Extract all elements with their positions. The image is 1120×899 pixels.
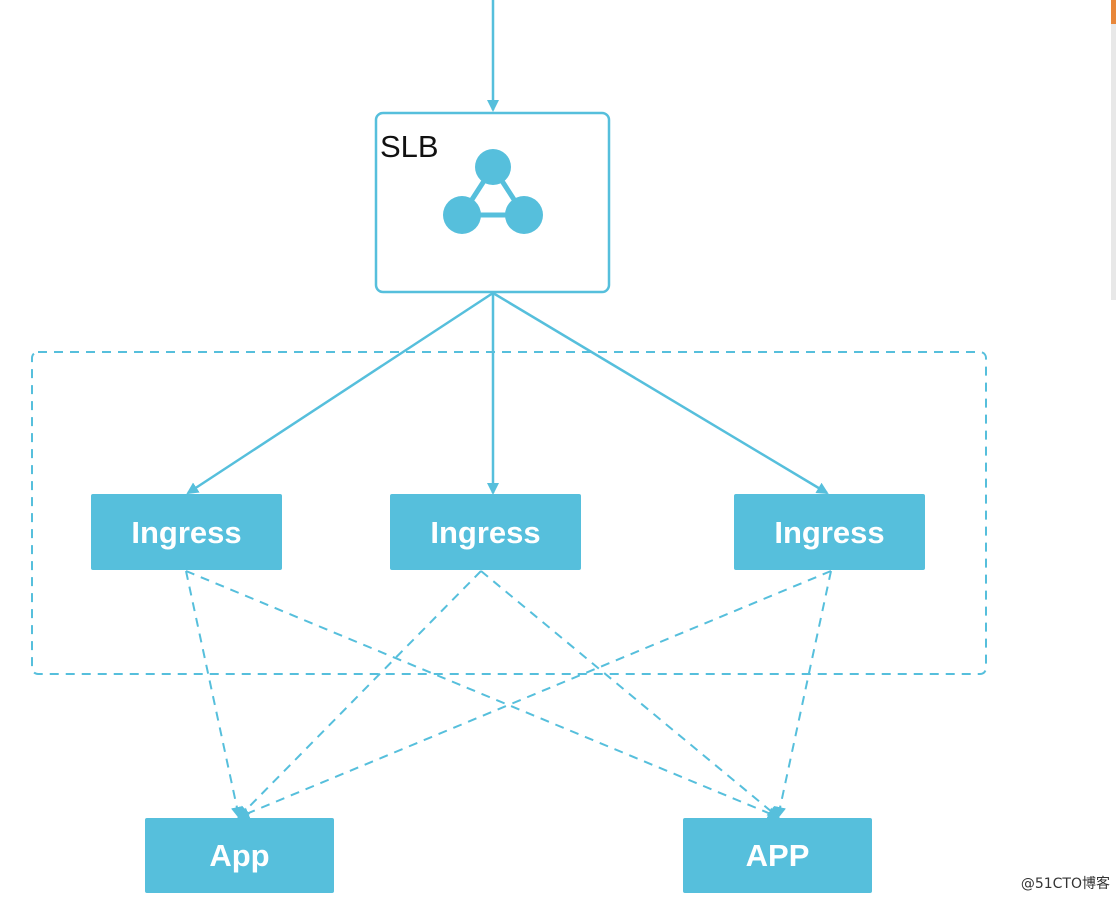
ingress-node-2-label: Ingress [430, 515, 540, 550]
ingress-group-boundary [31, 351, 987, 675]
ingress-3-to-app-arrow [237, 570, 832, 819]
ingress-3-to-app2-arrow [774, 570, 832, 819]
scrollbar-track[interactable] [1111, 0, 1116, 300]
watermark-text: @51CTO博客 [1021, 875, 1110, 892]
ingress-node-1-label: Ingress [131, 515, 241, 550]
slb-node: SLB [374, 111, 611, 294]
ingress-1-to-app-arrow [185, 570, 243, 819]
load-balancer-icon [443, 149, 543, 234]
scrollbar-thumb-accent[interactable] [1111, 0, 1116, 24]
ingress-node-1: Ingress [91, 494, 282, 570]
slb-label: SLB [380, 129, 439, 164]
ingress-node-2: Ingress [390, 494, 581, 570]
app-node-2-label: APP [746, 838, 810, 873]
slb-to-ingress-1-arrow [186, 291, 494, 495]
ingress-2-to-app2-arrow [480, 570, 780, 819]
slb-box [374, 111, 611, 294]
app-node-1-label: App [209, 838, 269, 873]
ingress-1-to-app2-arrow [185, 570, 780, 819]
ingress-node-3-label: Ingress [774, 515, 884, 550]
app-node-1: App [145, 818, 334, 893]
app-node-2: APP [683, 818, 872, 893]
ingress-node-3: Ingress [734, 494, 925, 570]
slb-to-ingress-3-arrow [492, 291, 829, 495]
